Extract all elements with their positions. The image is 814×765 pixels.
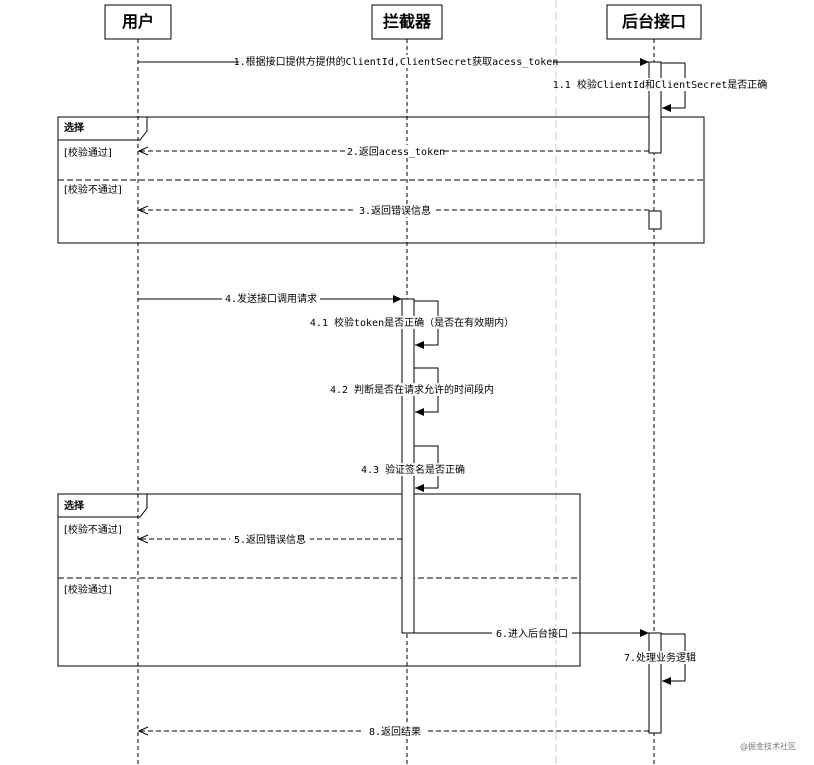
message-4-2: 4.2 判断是否在请求允许的时间段内 — [326, 367, 498, 416]
message-8-label: 8.返回结果 — [369, 725, 421, 738]
message-1-1-label: 1.1 校验ClientId和ClientSecret是否正确 — [553, 78, 768, 91]
message-6: 6.进入后台接口 — [414, 627, 649, 640]
message-4: 4.发送接口调用请求 — [138, 292, 402, 305]
alt-frame-2-guard-bottom: [校验通过] — [64, 583, 112, 596]
alt-frame-2-guard-top: [校验不通过] — [64, 523, 122, 536]
message-4-3-label: 4.3 验证签名是否正确 — [361, 463, 465, 476]
alt-frame-1-guard-bottom: [校验不通过] — [64, 183, 122, 196]
message-3-label: 3.返回错误信息 — [359, 204, 431, 217]
message-1-label: 1.根据接口提供方提供的ClientId,ClientSecret获取acess… — [234, 55, 559, 68]
message-5-label: 5.返回错误信息 — [234, 533, 306, 546]
alt-frame-1-title: 选择 — [64, 121, 85, 134]
message-3: 3.返回错误信息 — [139, 204, 649, 217]
message-4-2-label: 4.2 判断是否在请求允许的时间段内 — [330, 383, 494, 396]
message-7-label: 7.处理业务逻辑 — [624, 651, 696, 664]
message-4-1: 4.1 校验token是否正确（是否在有效期内） — [308, 300, 516, 349]
message-4-label: 4.发送接口调用请求 — [225, 292, 317, 305]
participant-interceptor-label: 拦截器 — [383, 12, 432, 31]
activation-backend-1 — [648, 61, 662, 154]
message-1: 1.根据接口提供方提供的ClientId,ClientSecret获取acess… — [138, 55, 649, 68]
message-8: 8.返回结果 — [139, 725, 649, 738]
activation-backend-2 — [648, 210, 662, 230]
alt-frame-2-title: 选择 — [64, 499, 85, 512]
participant-backend-label: 后台接口 — [622, 12, 686, 31]
message-5: 5.返回错误信息 — [139, 533, 402, 546]
participant-backend: 后台接口 — [606, 4, 702, 40]
participant-user: 用户 — [104, 4, 172, 40]
message-2: 2.返回acess_token — [139, 145, 649, 158]
message-4-1-label: 4.1 校验token是否正确（是否在有效期内） — [310, 316, 514, 329]
watermark-text: @掘金技术社区 — [740, 741, 796, 751]
message-6-label: 6.进入后台接口 — [496, 627, 568, 640]
message-7: 7.处理业务逻辑 — [620, 633, 700, 685]
alt-frame-1: 选择 [校验通过] [校验不通过] — [57, 116, 705, 244]
participant-user-label: 用户 — [122, 12, 154, 31]
alt-frame-1-guard-top: [校验通过] — [64, 146, 112, 159]
message-1-1: 1.1 校验ClientId和ClientSecret是否正确 — [553, 62, 768, 112]
participant-interceptor: 拦截器 — [371, 4, 443, 40]
activation-backend-3 — [648, 632, 662, 734]
message-4-3: 4.3 验证签名是否正确 — [358, 445, 468, 492]
message-2-label: 2.返回acess_token — [347, 146, 445, 158]
alt-frame-2: 选择 [校验不通过] [校验通过] — [57, 493, 581, 667]
